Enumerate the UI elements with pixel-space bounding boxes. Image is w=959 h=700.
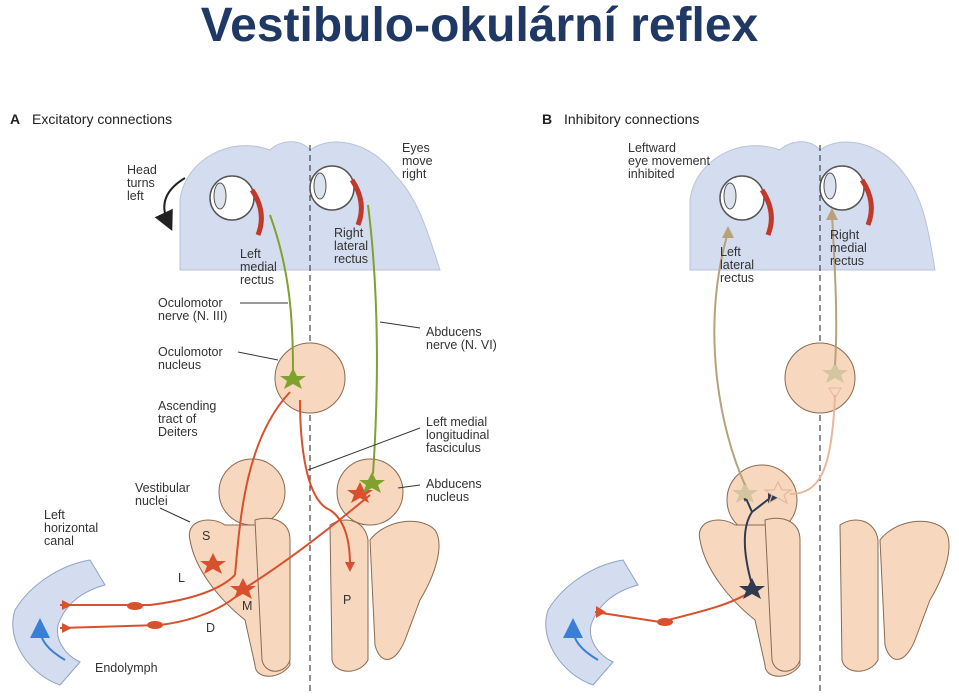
left-eye-b <box>719 175 774 236</box>
inhibited-lateral-path <box>713 231 746 486</box>
label-oculomotor-nucleus: Oculomotor nucleus <box>158 345 226 372</box>
label-right-lateral-rectus: Right lateral rectus <box>334 226 372 266</box>
label-head-turns: Head turns left <box>127 163 160 203</box>
abducens-neuron <box>359 472 385 493</box>
label-oculomotor-nerve: Oculomotor nerve (N. III) <box>158 296 227 323</box>
panel-a: A Excitatory connections <box>10 111 497 695</box>
left-eye-a <box>209 175 264 236</box>
oculomotor-neuron-inhibited <box>822 362 848 383</box>
label-vestibular-nuclei: Vestibular nuclei <box>135 481 193 508</box>
label-nucleus-l: L <box>178 571 185 585</box>
synapse <box>826 208 838 220</box>
label-ascending-tract: Ascending tract of Deiters <box>158 399 220 439</box>
label-mlf: Left medial longitudinal fasciculus <box>426 415 493 455</box>
label-nucleus-p: P <box>343 593 351 607</box>
label-nucleus-d: D <box>206 621 215 635</box>
synapse <box>828 387 842 399</box>
excitatory-paths <box>59 391 371 629</box>
panel-b: B Inhibitory connections <box>542 111 950 695</box>
afferent-path-b <box>594 591 751 624</box>
axon-node <box>657 618 673 626</box>
inhibited-mlf-path <box>789 394 836 495</box>
synapse <box>345 562 355 572</box>
panel-a-heading: Excitatory connections <box>32 111 172 127</box>
label-nucleus-m: M <box>242 599 252 613</box>
oculomotor-neuron <box>280 368 306 389</box>
leader-lines-a <box>159 302 421 523</box>
synapse <box>596 606 606 618</box>
page-title: Vestibulo-okulární reflex <box>200 0 759 52</box>
axon-node <box>147 621 163 629</box>
panel-a-letter: A <box>10 111 20 127</box>
synapse <box>62 623 72 633</box>
label-horizontal-canal: Left horizontal canal <box>44 508 102 548</box>
label-abducens-nerve: Abducens nerve (N. VI) <box>426 325 497 352</box>
label-right-medial-rectus: Right medial rectus <box>830 228 870 268</box>
axon-node <box>127 602 143 610</box>
horizontal-canal-a <box>12 559 106 686</box>
head-turn-arrow <box>154 177 186 232</box>
inhibitory-neuron <box>739 578 765 599</box>
panel-b-heading: Inhibitory connections <box>564 111 699 127</box>
horizontal-canal-b <box>545 559 639 686</box>
skull-b <box>689 141 936 271</box>
label-leftward: Leftward eye movement inhibited <box>628 141 713 181</box>
panel-b-letter: B <box>542 111 552 127</box>
synapse <box>722 226 734 238</box>
endolymph-arrow-b <box>563 618 599 661</box>
abducens-neuron-inhibited <box>732 482 758 503</box>
right-eye-b <box>819 165 874 226</box>
label-endolymph: Endolymph <box>95 661 158 675</box>
label-abducens-nucleus: Abducens nucleus <box>426 477 485 504</box>
label-left-lateral-rectus: Left lateral rectus <box>720 245 758 285</box>
right-eye-a <box>309 165 364 226</box>
inhibited-medial-path <box>831 214 838 366</box>
synapse <box>62 600 72 610</box>
vestibular-neurons <box>200 482 373 599</box>
brainstem-b <box>698 342 950 677</box>
label-nucleus-s: S <box>202 529 210 543</box>
label-eyes-move: Eyes move right <box>402 141 436 181</box>
interneuron-inhibited <box>763 480 793 505</box>
brainstem-a <box>188 342 440 677</box>
label-left-medial-rectus: Left medial rectus <box>240 247 280 287</box>
oculomotor-nerve-path <box>269 214 294 371</box>
endolymph-arrow-a <box>30 618 66 661</box>
